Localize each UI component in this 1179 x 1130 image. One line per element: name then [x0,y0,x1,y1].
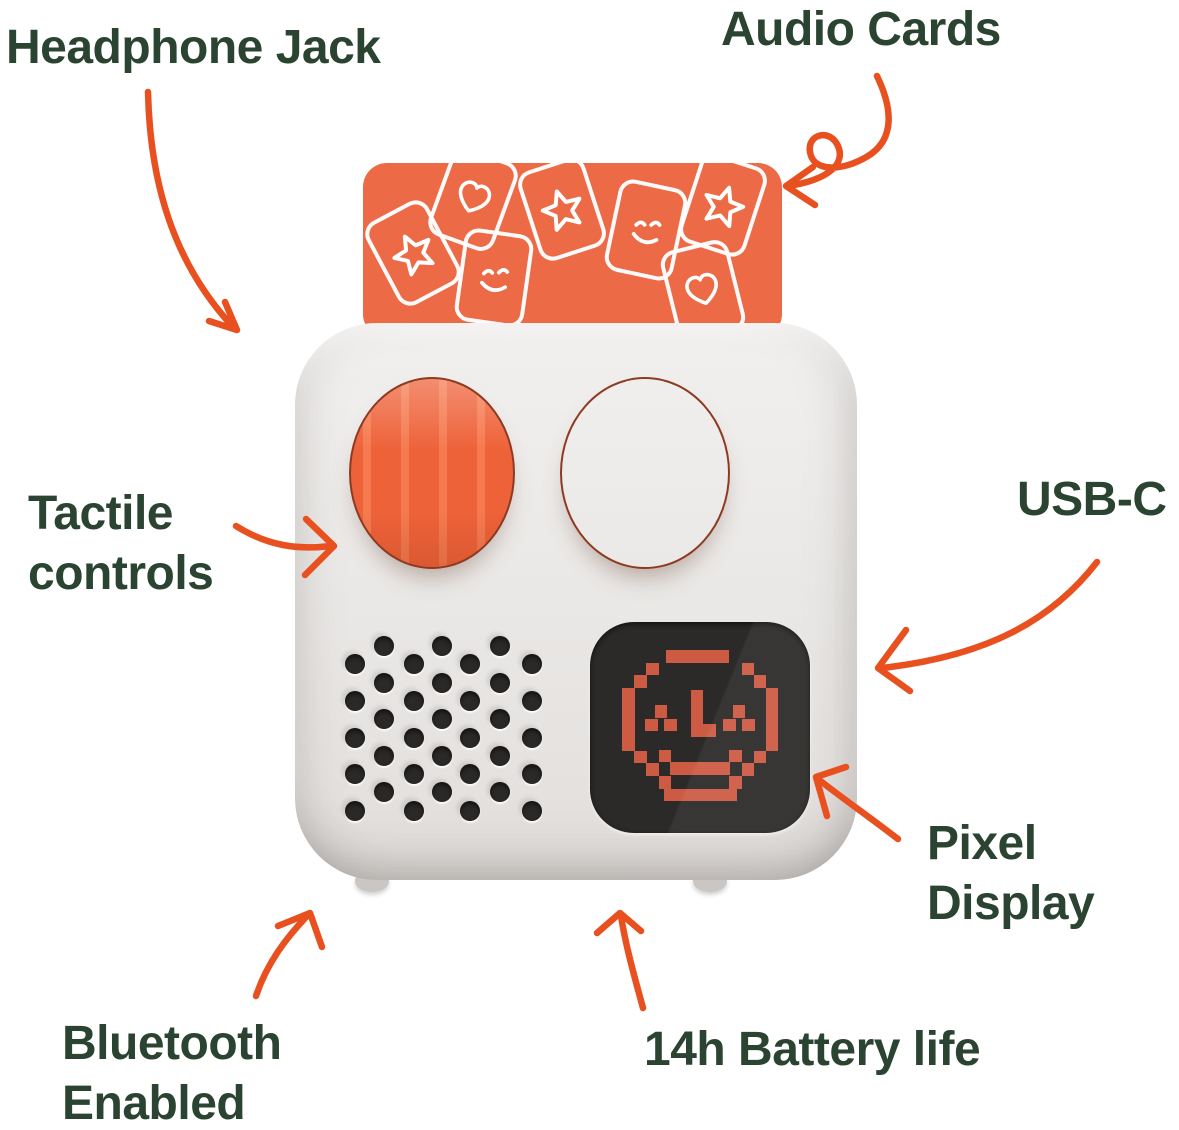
pixel-display-screen [590,622,810,833]
face-pixel [742,718,755,732]
face-pixel [658,776,672,789]
screen-glare [590,622,810,833]
audio-cards-panel [363,163,782,338]
yoto-mini-device [295,323,857,880]
speaker-hole [404,654,424,675]
label-battery-life: 14h Battery life [644,1023,981,1076]
label-headphone-jack: Headphone Jack [6,21,381,74]
face-pixel [765,687,779,751]
speaker-hole [522,764,542,785]
speaker-hole [345,690,365,711]
label-audio-cards: Audio Cards [721,3,1001,56]
face-pixel [654,705,668,719]
speaker-hole [460,764,480,785]
face-pixel [753,750,767,764]
speaker-hole [404,764,424,785]
speaker-hole [374,636,394,656]
speaker-hole [404,690,424,711]
speaker-grille [345,636,545,822]
speaker-hole [490,672,510,693]
face-pixel [732,705,746,719]
face-pixel [690,690,704,737]
speaker-hole [522,690,542,711]
speaker-hole [490,782,510,803]
star-audio-card [514,163,610,265]
speaker-hole [374,782,394,803]
tactile-knob-left [349,377,515,569]
heart-audio-card [657,236,749,338]
speaker-hole [460,690,480,711]
speaker-hole [432,672,452,693]
label-pixel-display: Pixel Display [927,817,1095,930]
speaker-hole [345,800,365,821]
face-pixel [729,776,742,789]
speaker-hole [522,727,542,748]
face-pixel [753,675,767,688]
face-pixel [645,718,658,732]
face-pixel [645,763,659,776]
face-pixel [633,750,647,764]
face-pixel [664,718,677,732]
speaker-hole [404,800,424,821]
label-bluetooth-enabled: Bluetooth Enabled [62,1017,282,1130]
speaker-hole [345,654,365,675]
speaker-hole [490,745,510,766]
speaker-hole [374,709,394,730]
star-audio-card [675,163,771,261]
star-icon [540,189,581,232]
star-icon [391,234,434,277]
face-pixel [622,687,635,751]
face-pixel [669,762,731,775]
face-pixel [633,675,647,688]
star-icon [704,185,745,228]
star-audio-card [363,195,466,311]
arrow-bluetooth [252,909,326,1000]
arrow-headphone-jack [144,88,241,334]
speaker-hole [522,800,542,821]
face-pixel [663,788,737,802]
speaker-hole [374,745,394,766]
heart-audio-card [424,163,522,256]
smiley-icon [631,219,662,244]
arrow-usb-c [874,558,1101,695]
face-pixel [666,650,730,663]
speaker-hole [374,672,394,693]
smiley-icon [479,267,509,292]
speaker-hole [460,727,480,748]
label-usb-c: USB-C [1017,473,1167,526]
speaker-hole [432,782,452,803]
heart-icon [458,180,492,213]
face-pixel [729,749,742,763]
label-tactile-controls: Tactile controls [28,487,214,600]
speaker-hole [490,636,510,656]
face-pixel [658,749,672,763]
pixel-smiley-face [622,650,779,802]
face-pixel [645,662,659,676]
smiley-audio-card [601,176,691,284]
speaker-hole [432,636,452,656]
face-pixel [723,718,737,732]
tactile-knob-right [560,377,730,569]
speaker-hole [460,800,480,821]
face-pixel [741,662,755,676]
heart-icon [685,272,718,306]
speaker-hole [345,764,365,785]
speaker-hole [460,654,480,675]
smiley-audio-card [452,226,536,330]
speaker-hole [432,709,452,730]
speaker-hole [522,654,542,675]
speaker-hole [345,727,365,748]
arrow-audio-cards [782,72,892,209]
face-pixel [741,763,755,776]
speaker-hole [490,709,510,730]
arrow-battery [593,909,647,1012]
speaker-hole [432,745,452,766]
face-pixel [703,724,716,737]
speaker-hole [404,727,424,748]
